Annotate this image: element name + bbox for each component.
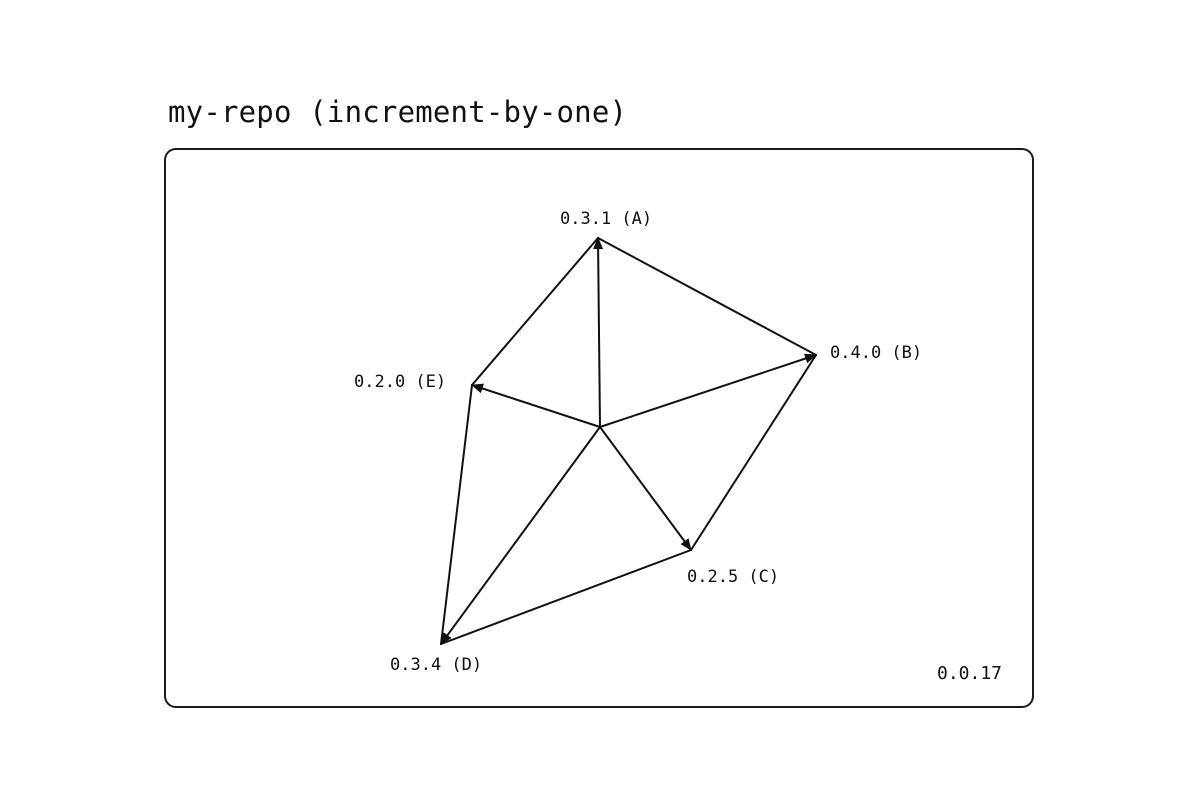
edge-e-a-line <box>471 237 599 386</box>
node-label-e: 0.2.0 (E) <box>354 372 446 392</box>
label-layer: 0.3.1 (A) 0.4.0 (B) 0.2.5 (C) 0.3.4 (D) … <box>354 209 922 675</box>
edge-layer <box>440 237 817 645</box>
edge-b-c-line <box>690 354 817 551</box>
diagram-frame <box>164 148 1034 708</box>
edge-d-e-line <box>440 384 473 645</box>
edge-center-b-arrow <box>599 353 817 428</box>
footer-version: 0.0.17 <box>937 663 1003 684</box>
node-label-d: 0.3.4 (D) <box>390 655 482 675</box>
edge-a-b-line <box>597 237 817 356</box>
edge-center-a-arrow <box>593 237 604 428</box>
node-label-c: 0.2.5 (C) <box>687 567 779 587</box>
edge-center-e-arrow <box>471 383 601 428</box>
node-label-a: 0.3.1 (A) <box>560 209 652 229</box>
edge-c-d-line <box>440 549 692 645</box>
node-label-b: 0.4.0 (B) <box>830 343 922 363</box>
edge-center-d-arrow <box>440 426 601 645</box>
repo-title: my-repo (increment-by-one) <box>168 95 628 129</box>
edge-center-c-arrow <box>599 426 692 551</box>
